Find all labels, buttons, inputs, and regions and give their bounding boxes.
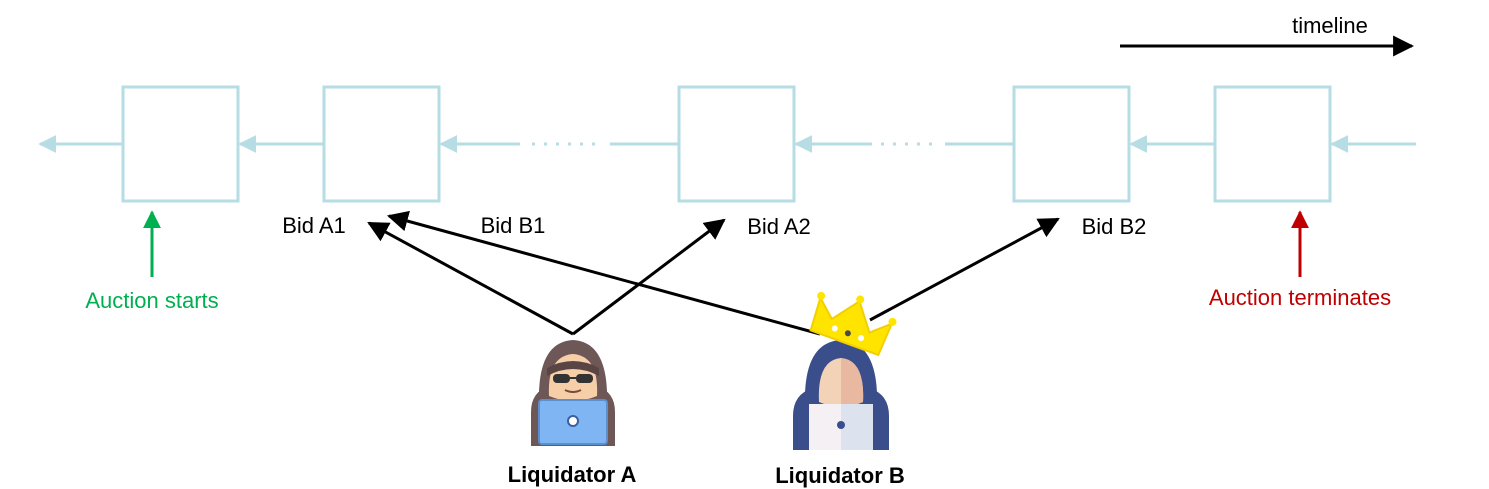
bid-arrow-b-b2 [869, 217, 1060, 322]
liquidator-a-label: Liquidator A [508, 462, 637, 487]
hooded-hacker-icon [793, 340, 889, 450]
block-4 [1012, 85, 1131, 203]
timeline-label: timeline [1292, 13, 1368, 38]
bid-arrow-b-a1 [386, 210, 821, 336]
hacker-with-sunglasses-icon [531, 340, 615, 446]
auction-end-label: Auction terminates [1209, 285, 1391, 310]
liquidator-b-label: Liquidator B [775, 463, 905, 488]
auction-start-label: Auction starts [85, 288, 218, 313]
crown-icon [809, 291, 897, 357]
bid-b2-label: Bid B2 [1082, 214, 1147, 239]
block-1 [121, 85, 240, 203]
block-2 [322, 85, 441, 203]
bid-arrow-a-a2 [572, 218, 726, 336]
block-chain [121, 85, 1332, 203]
block-3 [677, 85, 796, 203]
bid-arrows [367, 210, 1060, 336]
bid-b1-label: Bid B1 [481, 213, 546, 238]
bid-a1-label: Bid A1 [282, 213, 346, 238]
bid-arrow-a-a1 [367, 221, 574, 336]
bid-a2-label: Bid A2 [747, 214, 811, 239]
block-5 [1213, 85, 1332, 203]
